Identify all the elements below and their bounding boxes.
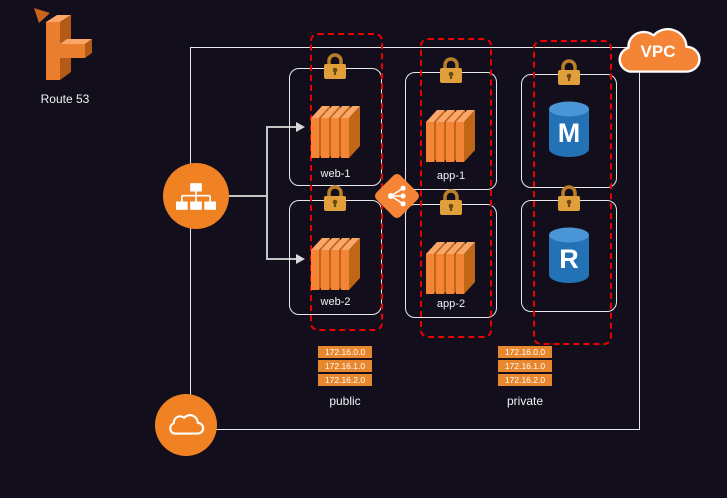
security-group-db	[533, 40, 612, 345]
vpc-cloud-icon: VPC	[610, 22, 706, 84]
database-icon-r: R	[549, 227, 589, 283]
ec2-instance-icon-app1	[426, 110, 475, 162]
lock-icon-app2	[438, 189, 464, 217]
network-nodes-icon	[387, 184, 407, 208]
route53-label: Route 53	[40, 92, 90, 106]
connector-to-web1	[266, 126, 298, 128]
lock-icon-db-r	[556, 185, 582, 213]
lock-icon-web1	[322, 53, 348, 81]
connector-lb-branch	[266, 126, 268, 259]
arrowhead-web2-icon	[296, 254, 305, 264]
db-letter-m: M	[558, 118, 581, 148]
connector-to-web2	[266, 258, 298, 260]
cidr-badge: 172.16.0.0	[318, 346, 372, 358]
connector-lb-stem	[229, 195, 267, 197]
security-group-app	[420, 38, 492, 338]
instance-label-app1: app-1	[436, 170, 466, 182]
subnet-label-public: public	[329, 394, 361, 408]
db-letter-r: R	[559, 244, 579, 274]
internet-gateway-icon	[155, 394, 217, 456]
load-balancer-icon	[163, 163, 229, 229]
instance-label-web2: web-2	[320, 296, 351, 308]
lock-icon-web2	[322, 185, 348, 213]
subnet-label-private: private	[506, 394, 544, 408]
route53-icon	[34, 8, 92, 80]
ec2-instance-icon-web2	[311, 238, 360, 290]
database-icon-m: M	[549, 101, 589, 157]
cidr-badge: 172.16.1.0	[318, 360, 372, 372]
security-group-web	[310, 33, 383, 331]
private-subnet-cidrs: 172.16.0.0 172.16.1.0 172.16.2.0	[498, 346, 552, 388]
cidr-badge: 172.16.1.0	[498, 360, 552, 372]
sitemap-icon	[176, 182, 216, 210]
ec2-instance-icon-web1	[311, 106, 360, 158]
cloud-icon	[169, 413, 205, 435]
lock-icon-app1	[438, 57, 464, 85]
instance-label-web1: web-1	[320, 168, 351, 180]
instance-label-app2: app-2	[436, 298, 466, 310]
lock-icon-db-m	[556, 59, 582, 87]
public-subnet-cidrs: 172.16.0.0 172.16.1.0 172.16.2.0	[318, 346, 372, 388]
vpc-label: VPC	[640, 42, 676, 61]
cidr-badge: 172.16.0.0	[498, 346, 552, 358]
cidr-badge: 172.16.2.0	[498, 374, 552, 386]
vpc-boundary	[190, 47, 640, 430]
ec2-instance-icon-app2	[426, 242, 475, 294]
arrowhead-web1-icon	[296, 122, 305, 132]
cidr-badge: 172.16.2.0	[318, 374, 372, 386]
